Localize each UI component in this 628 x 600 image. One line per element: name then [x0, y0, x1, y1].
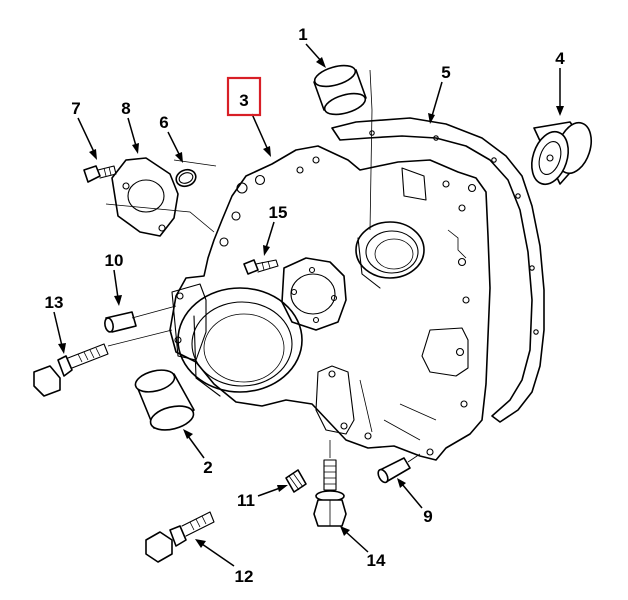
front-cover-part — [169, 145, 491, 461]
callout-12: 12 — [235, 567, 254, 586]
pin-9-part — [377, 453, 421, 484]
leader-arrows — [53, 43, 564, 567]
setscrew-part — [285, 469, 307, 493]
small-bolt-part — [83, 165, 117, 183]
stud-part — [313, 440, 347, 527]
gasket-part — [331, 117, 545, 423]
callout-7: 7 — [71, 99, 80, 118]
callout-3: 3 — [239, 91, 248, 110]
callout-2: 2 — [203, 458, 212, 477]
bolt-15-part — [243, 259, 279, 275]
callout-6: 6 — [159, 113, 168, 132]
callout-9: 9 — [423, 507, 432, 526]
callout-5: 5 — [441, 63, 450, 82]
o-ring-part — [173, 159, 217, 188]
callout-11: 11 — [237, 491, 255, 510]
callout-14: 14 — [367, 551, 386, 570]
dowel-pin-part — [104, 305, 177, 333]
callout-1: 1 — [298, 25, 307, 44]
long-bolt-part — [33, 329, 173, 397]
bearing-part — [531, 121, 593, 186]
callout-15: 15 — [269, 203, 288, 222]
callout-10: 10 — [105, 251, 124, 270]
callout-8: 8 — [121, 99, 130, 118]
highlight-box — [226, 76, 262, 117]
callout-4: 4 — [555, 49, 565, 68]
callout-13: 13 — [45, 293, 64, 312]
bushing-part — [313, 64, 373, 231]
bolt-12-part — [145, 511, 215, 563]
seal-part — [134, 369, 195, 431]
cover-plate-part — [105, 157, 215, 237]
